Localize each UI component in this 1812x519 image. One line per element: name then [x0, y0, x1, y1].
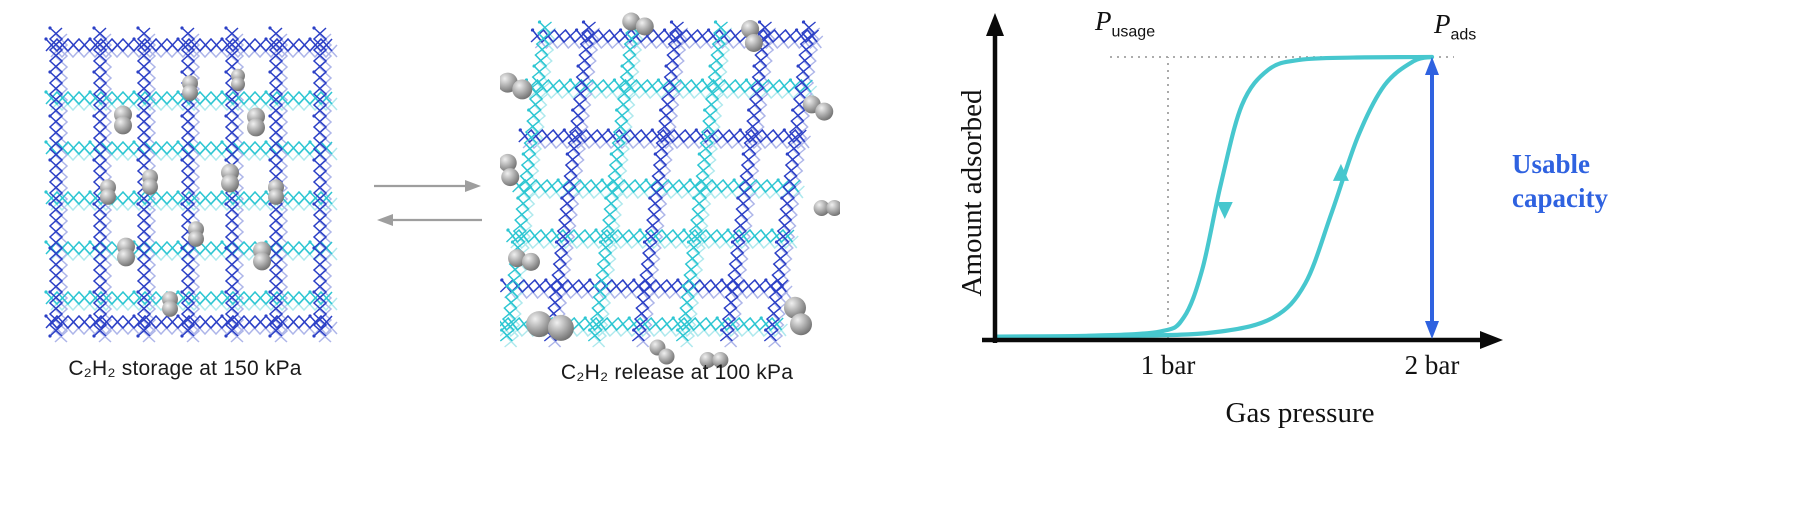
gas-molecule: [622, 12, 654, 36]
reverse-arrow-icon: [377, 214, 482, 226]
mof-release-structure-illustration: [500, 12, 840, 368]
gas-molecule: [188, 221, 204, 247]
gas-molecule: [247, 107, 265, 137]
adsorption-curve: [994, 54, 1435, 339]
p-ads-symbol: P: [1434, 9, 1451, 39]
gas-molecule: [813, 200, 840, 216]
forward-arrow-icon: [374, 180, 481, 192]
gas-molecule: [649, 339, 675, 365]
gas-molecule: [162, 291, 178, 317]
gas-molecule: [508, 249, 540, 271]
gas-molecule: [268, 179, 284, 205]
adsorption-direction-arrow-icon: [1332, 163, 1349, 181]
gas-molecule: [802, 95, 834, 121]
gas-molecule: [117, 237, 135, 267]
gas-molecule: [100, 179, 116, 205]
desorption-direction-arrow-icon: [1216, 201, 1233, 219]
gas-molecule: [114, 105, 132, 135]
isotherm-chart: Amount adsorbed Gas pressure 1 bar 2 bar…: [940, 0, 1670, 470]
gas-molecule: [142, 169, 158, 195]
framework-lattice: [44, 26, 338, 343]
p-usage-label: Pusage: [1095, 6, 1155, 41]
x-tick-1bar: 1 bar: [1140, 350, 1196, 380]
gas-molecule: [741, 20, 763, 52]
gas-molecule: [699, 352, 729, 368]
p-ads-subscript: ads: [1450, 26, 1477, 44]
x-axis-label: Gas pressure: [1225, 397, 1375, 429]
gas-molecule: [500, 153, 520, 187]
y-axis-arrowhead-icon: [986, 13, 1004, 36]
x-axis-arrowhead-icon: [1480, 331, 1503, 349]
desorption-curve: [994, 54, 1435, 339]
gas-molecule: [231, 68, 245, 92]
gas-molecule: [500, 72, 533, 100]
gas-molecule: [783, 296, 813, 336]
p-usage-symbol: P: [1095, 6, 1112, 36]
gas-molecule: [182, 75, 198, 101]
p-usage-subscript: usage: [1111, 23, 1156, 41]
exchange-arrows: [374, 180, 482, 226]
x-tick-2bar: 2 bar: [1404, 350, 1460, 380]
gas-molecule: [221, 163, 239, 193]
mof-storage-structure-illustration: [44, 26, 338, 343]
gas-molecule: [526, 311, 574, 341]
usable-capacity-label: Usable capacity: [1512, 149, 1608, 213]
usable-capacity-arrow-top-icon: [1425, 57, 1439, 75]
framework-lattice: [500, 20, 824, 348]
gas-molecule: [253, 241, 271, 271]
y-axis-label: Amount adsorbed: [956, 89, 988, 297]
p-ads-label: Pads: [1434, 9, 1476, 44]
chart-plot-area: [982, 13, 1503, 349]
release-caption: C₂H₂ release at 100 kPa: [560, 361, 794, 384]
usable-capacity-arrow-bottom-icon: [1425, 321, 1439, 339]
storage-caption: C₂H₂ storage at 150 kPa: [68, 357, 302, 380]
